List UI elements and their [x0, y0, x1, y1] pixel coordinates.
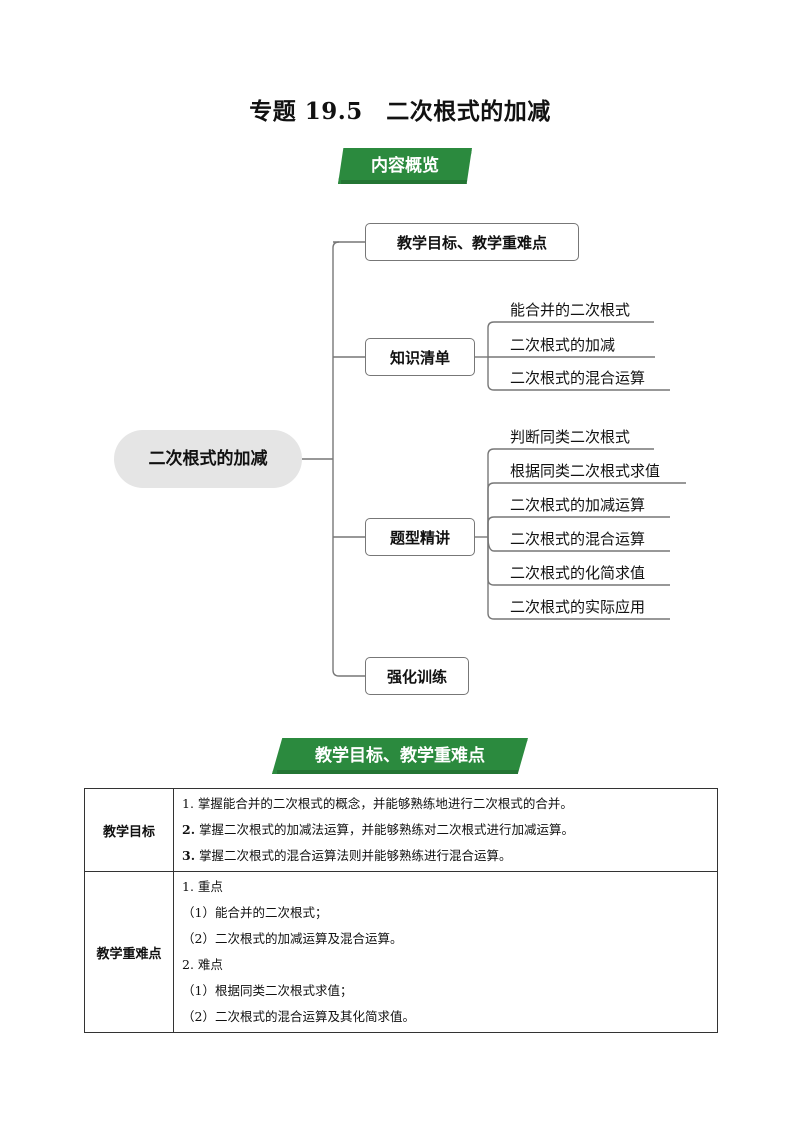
- row-label-key-points: 教学重难点: [84, 871, 174, 1033]
- objectives-content: 1. 掌握能合并的二次根式的概念，并能够熟练地进行二次根式的合并。 2. 掌握二…: [173, 788, 718, 872]
- page-title: 专题 19.5 二次根式的加减: [249, 98, 551, 125]
- leaf-underline: [487, 357, 670, 391]
- item-text: 难点: [197, 957, 223, 972]
- mindmap-leaf: 根据同类二次根式求值: [510, 462, 661, 480]
- item-text: 能合并的二次根式；: [214, 905, 328, 920]
- list-item: （1）能合并的二次根式；: [182, 900, 709, 926]
- item-number: 1.: [182, 796, 194, 811]
- list-item: 2. 掌握二次根式的加减法运算，并能够熟练对二次根式进行加减运算。: [182, 817, 709, 843]
- main-spine: [332, 241, 340, 677]
- objectives-table: 教学目标 1. 掌握能合并的二次根式的概念，并能够熟练地进行二次根式的合并。 2…: [84, 788, 718, 1033]
- item-text: 二次根式的混合运算及其化简求值。: [214, 1009, 415, 1024]
- list-item: 2. 难点: [182, 952, 709, 978]
- item-number: 1.: [182, 879, 194, 894]
- mindmap-leaf: 二次根式的混合运算: [510, 369, 646, 387]
- mindmap-branch-problems: 题型精讲: [365, 518, 475, 556]
- list-item: （2）二次根式的加减运算及混合运算。: [182, 926, 709, 952]
- mindmap-leaf: 二次根式的化简求值: [510, 564, 646, 582]
- mindmap-leaf: 二次根式的加减: [510, 336, 616, 354]
- item-text: 掌握二次根式的混合运算法则并能够熟练进行混合运算。: [199, 848, 512, 863]
- table-row: 教学目标 1. 掌握能合并的二次根式的概念，并能够熟练地进行二次根式的合并。 2…: [84, 788, 718, 872]
- list-item: 1. 重点: [182, 874, 709, 900]
- leaf-underline: [487, 448, 654, 537]
- mindmap-branch-training: 强化训练: [365, 657, 469, 695]
- item-text: 重点: [197, 879, 223, 894]
- item-number: 2.: [182, 957, 194, 972]
- item-text: 掌握能合并的二次根式的概念，并能够熟练地进行二次根式的合并。: [197, 796, 573, 811]
- mindmap-root: 二次根式的加减: [114, 430, 302, 488]
- leaf-underline: [487, 321, 654, 357]
- mindmap-leaf: 二次根式的混合运算: [510, 530, 646, 548]
- overview-banner: 内容概览: [338, 148, 472, 184]
- mindmap-leaf: 判断同类二次根式: [510, 428, 631, 446]
- list-item: （1）根据同类二次根式求值；: [182, 978, 709, 1004]
- leaf-underline: [487, 516, 670, 537]
- item-text: 二次根式的加减运算及混合运算。: [214, 931, 403, 946]
- mindmap-branch-objectives: 教学目标、教学重难点: [365, 223, 579, 261]
- list-item: 3. 掌握二次根式的混合运算法则并能够熟练进行混合运算。: [182, 843, 709, 869]
- objectives-banner: 教学目标、教学重难点: [272, 738, 528, 774]
- item-text: 根据同类二次根式求值；: [214, 983, 353, 998]
- mindmap-leaf: 二次根式的实际应用: [510, 598, 646, 616]
- mindmap-leaf: 二次根式的加减运算: [510, 496, 646, 514]
- mindmap-branch-knowledge: 知识清单: [365, 338, 475, 376]
- row-label-objectives: 教学目标: [84, 788, 174, 872]
- item-number: （1）: [182, 983, 215, 998]
- leaf-underline: [487, 537, 670, 620]
- list-item: 1. 掌握能合并的二次根式的概念，并能够熟练地进行二次根式的合并。: [182, 791, 709, 817]
- item-number: （2）: [182, 931, 215, 946]
- table-row: 教学重难点 1. 重点 （1）能合并的二次根式； （2）二次根式的加减运算及混合…: [84, 871, 718, 1033]
- item-number: 2.: [182, 822, 196, 837]
- item-text: 掌握二次根式的加减法运算，并能够熟练对二次根式进行加减运算。: [199, 822, 575, 837]
- key-points-content: 1. 重点 （1）能合并的二次根式； （2）二次根式的加减运算及混合运算。 2.…: [173, 871, 718, 1033]
- leaf-underline: [487, 482, 686, 537]
- mindmap-leaf: 能合并的二次根式: [510, 301, 631, 319]
- item-number: 3.: [182, 848, 196, 863]
- item-number: （2）: [182, 1009, 215, 1024]
- list-item: （2）二次根式的混合运算及其化简求值。: [182, 1004, 709, 1030]
- item-number: （1）: [182, 905, 215, 920]
